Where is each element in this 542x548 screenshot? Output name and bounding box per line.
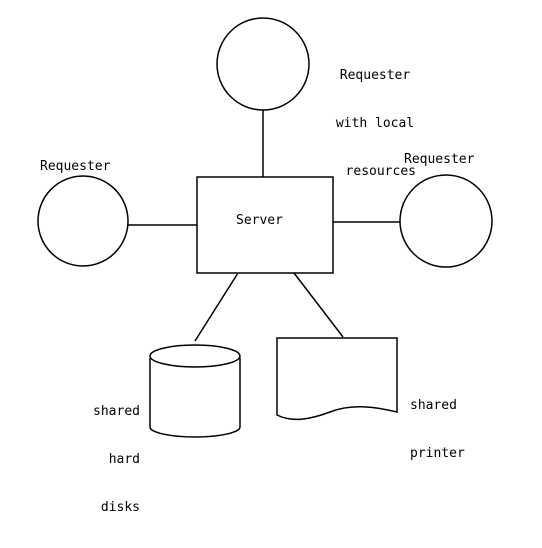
printer-label: shared printer (410, 366, 490, 494)
printer-label-line-1: shared (410, 398, 457, 413)
requester-top-label: Requester with local resources (320, 36, 430, 212)
disks-label-line-1: shared (93, 404, 140, 419)
disks-label: shared hard disks (76, 372, 140, 548)
network-diagram: Requester with local resources Requester… (37, 17, 493, 515)
printer-label-line-2: printer (410, 446, 465, 461)
connector-server-printer (293, 272, 344, 338)
requester-right-node (399, 174, 493, 268)
requester-left-node (37, 175, 129, 267)
printer-document-icon (276, 337, 398, 421)
disks-label-line-3: disks (100, 500, 140, 515)
server-box (196, 176, 334, 274)
disk-cylinder-icon (149, 344, 241, 438)
diagram-canvas (37, 17, 493, 438)
requester-top-label-line-2: with local (335, 116, 415, 131)
requester-top-label-line-3: resources (345, 164, 416, 179)
requester-top-label-line-1: Requester (339, 68, 411, 83)
requester-right-label: Requester (404, 152, 475, 167)
requester-top-node (216, 17, 310, 111)
server-label: Server (236, 213, 283, 228)
connector-server-disks (194, 272, 239, 342)
disks-label-line-2: hard (108, 452, 140, 467)
requester-left-label: Requester (40, 159, 111, 174)
